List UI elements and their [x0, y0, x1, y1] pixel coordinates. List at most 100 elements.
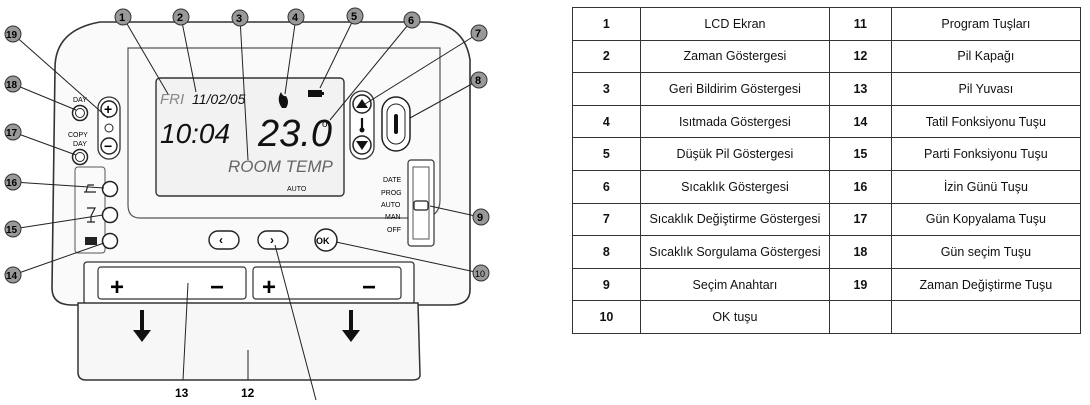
temp-query-mark — [394, 114, 398, 134]
leader-lines — [12, 15, 481, 401]
legend-number: 6 — [572, 169, 641, 204]
selector-switch-knob[interactable] — [413, 200, 429, 211]
legend-number: 2 — [572, 39, 641, 74]
battery-cover — [77, 302, 421, 381]
down-arrow-icon — [356, 141, 368, 150]
battery-right-plus: + — [262, 274, 276, 301]
program-key-right[interactable] — [257, 230, 289, 250]
svg-text:14: 14 — [6, 271, 18, 282]
callout-8: 8 — [470, 71, 488, 89]
battery-left-minus: − — [210, 274, 224, 301]
legend-number: 8 — [572, 235, 641, 269]
chevron-right-icon: › — [270, 233, 274, 247]
legend-number: 5 — [572, 137, 641, 171]
legend-label: Parti Fonksiyonu Tuşu — [890, 137, 1082, 171]
party-button[interactable] — [101, 206, 119, 224]
legend-label: Gün Kopyalama Tuşu — [890, 202, 1082, 237]
day-select-button-inner — [75, 108, 85, 118]
svg-text:4: 4 — [292, 12, 299, 24]
svg-text:18: 18 — [6, 80, 18, 91]
copy-day-button-inner — [75, 152, 85, 162]
callout-18: 18 — [4, 75, 22, 93]
lcd-date: 11/02/05 — [192, 91, 246, 107]
svg-text:10: 10 — [475, 269, 485, 279]
legend-label: Pil Kapağı — [890, 39, 1082, 74]
svg-text:19: 19 — [6, 30, 18, 41]
battery-right-minus: − — [362, 274, 376, 301]
switch-pos-date: DATE — [383, 177, 401, 184]
legend-label: Seçim Anahtarı — [639, 267, 831, 302]
battery-left-plus: + — [110, 274, 124, 301]
lcd-day: FRI — [160, 91, 184, 108]
svg-text:17: 17 — [6, 128, 18, 139]
battery-icon — [308, 90, 322, 97]
copy-day-button[interactable] — [71, 148, 89, 166]
time-plus-button[interactable] — [100, 100, 118, 118]
day-label: DAY — [73, 97, 87, 104]
time-minus-sign: − — [104, 138, 112, 154]
callout-7: 7 — [470, 24, 488, 42]
day-off-icon — [84, 184, 96, 193]
flame-icon — [278, 92, 288, 108]
legend-number: 7 — [572, 202, 641, 237]
legend-label: İzin Günü Tuşu — [890, 169, 1082, 204]
legend-number: 14 — [829, 104, 892, 139]
legend-number: 13 — [829, 72, 892, 106]
arrow-down-icon-right — [342, 310, 360, 342]
callout-3: 3 — [231, 9, 249, 27]
svg-text:5: 5 — [351, 11, 357, 23]
ok-button[interactable] — [314, 228, 338, 252]
clock-icon — [104, 123, 114, 133]
legend-label — [890, 300, 1082, 334]
svg-text:8: 8 — [475, 75, 481, 87]
legend-label: OK tuşu — [639, 300, 831, 334]
svg-text:9: 9 — [477, 212, 483, 224]
legend-label: Gün seçim Tuşu — [890, 235, 1082, 269]
switch-pos-auto: AUTO — [381, 202, 401, 209]
legend-number: 16 — [829, 169, 892, 204]
copy-day-label: COPY — [68, 132, 88, 139]
party-glass-icon — [87, 207, 96, 223]
legend-label: LCD Ekran — [639, 7, 831, 41]
legend-number: 10 — [572, 300, 641, 334]
legend-label: Düşük Pil Göstergesi — [639, 137, 831, 171]
holiday-button[interactable] — [101, 232, 119, 250]
svg-text:1: 1 — [119, 12, 125, 24]
svg-text:15: 15 — [6, 225, 18, 236]
callout-12: 12 — [241, 386, 255, 400]
legend-number: 17 — [829, 202, 892, 237]
legend-number: 18 — [829, 235, 892, 269]
lcd-room-temp: ROOM TEMP — [228, 157, 333, 176]
legend-label: Geri Bildirim Göstergesi — [639, 72, 831, 106]
svg-text:3: 3 — [236, 13, 242, 25]
battery-tip-icon — [322, 92, 324, 95]
time-minus-button[interactable] — [100, 137, 118, 155]
day-off-button[interactable] — [101, 180, 119, 198]
holiday-suitcase-icon — [85, 237, 97, 245]
lcd-temperature: 23.0 — [257, 113, 332, 155]
chevron-left-icon: ‹ — [219, 233, 223, 247]
day-select-button[interactable] — [71, 104, 89, 122]
legend-label: Sıcaklık Sorgulama Göstergesi — [639, 235, 831, 269]
callout-5: 5 — [346, 7, 364, 25]
program-key-left[interactable] — [208, 230, 240, 250]
legend-label: Zaman Göstergesi — [639, 39, 831, 74]
battery-right — [252, 266, 402, 300]
switch-pos-man: MAN — [385, 214, 401, 221]
callout-1: 1 — [114, 8, 132, 26]
lcd-time: 10:04 — [160, 118, 230, 149]
callout-19: 19 — [4, 25, 22, 43]
callout-15: 15 — [4, 220, 22, 238]
callout-9: 9 — [472, 208, 490, 226]
legend-label: Sıcaklık Göstergesi — [639, 169, 831, 204]
legend-label: Isıtmada Göstergesi — [639, 104, 831, 139]
time-plus-sign: + — [104, 101, 112, 117]
callout-2: 2 — [172, 8, 190, 26]
